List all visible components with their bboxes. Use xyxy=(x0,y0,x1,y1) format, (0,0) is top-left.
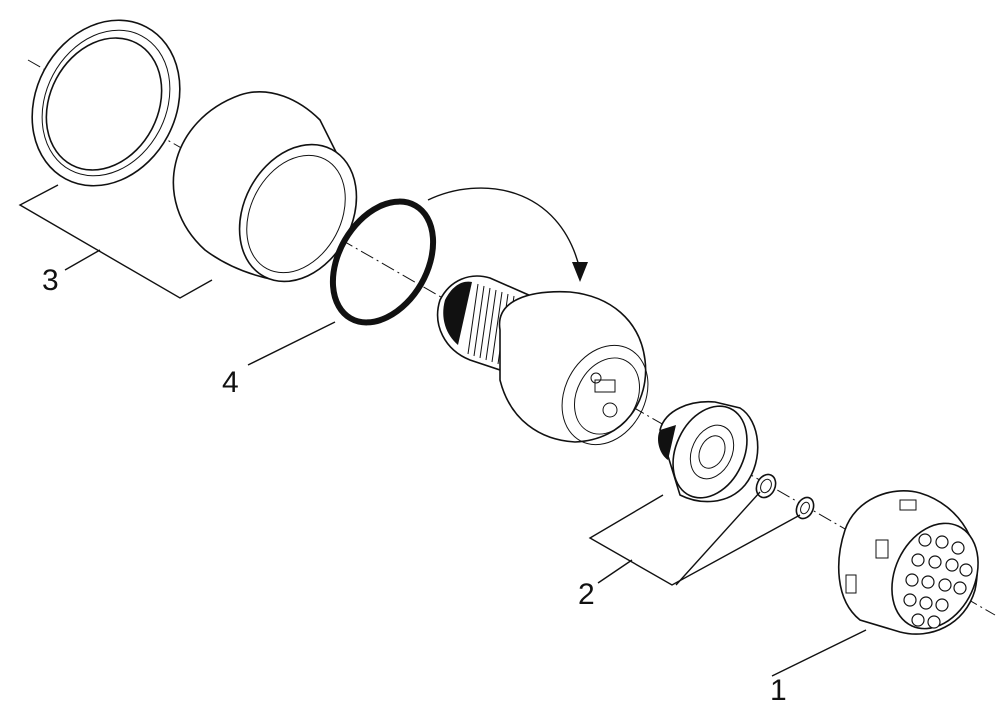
callout-1: 1 xyxy=(770,674,787,707)
leader-lines xyxy=(18,184,867,677)
washers xyxy=(755,473,815,520)
callout-4: 4 xyxy=(222,366,239,399)
o-ring xyxy=(329,198,437,326)
callout-2: 2 xyxy=(578,578,595,611)
flow-insert xyxy=(657,400,759,503)
callout-3: 3 xyxy=(42,264,59,297)
escutcheon-cone xyxy=(172,91,358,283)
rotation-arrow xyxy=(427,187,588,282)
spray-head xyxy=(837,490,979,635)
trim-ring xyxy=(31,19,181,187)
valve-cartridge xyxy=(436,275,649,446)
